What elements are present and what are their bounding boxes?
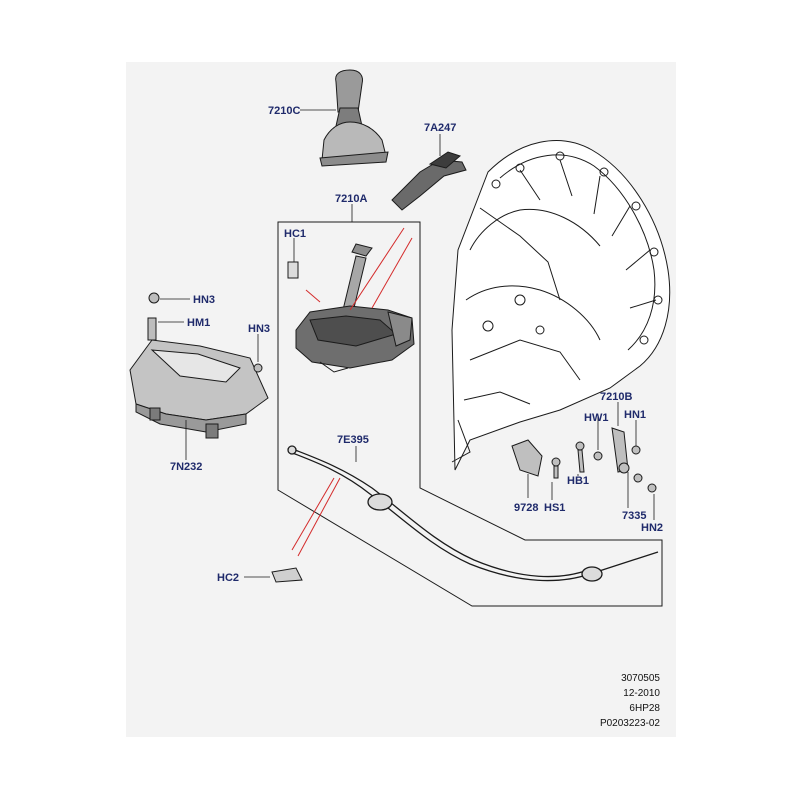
label-7210b: 7210B	[600, 391, 632, 403]
label-hc1: HC1	[284, 228, 306, 240]
fasteners-left	[147, 292, 263, 373]
clip-hc2-part	[271, 567, 303, 583]
label-7a247: 7A247	[424, 122, 456, 134]
footer-model: 6HP28	[629, 703, 660, 714]
label-7n232: 7N232	[170, 461, 202, 473]
footer-date: 12-2010	[623, 688, 660, 699]
shift-cable-part	[287, 445, 659, 582]
label-9728: 9728	[514, 502, 538, 514]
label-7210c: 7210C	[268, 105, 300, 117]
label-hm1: HM1	[187, 317, 210, 329]
footer-code: P0203223-02	[600, 718, 660, 729]
label-hw1: HW1	[584, 412, 608, 424]
bracket-7a247-part	[391, 151, 467, 211]
shifter-assembly-part	[295, 243, 415, 373]
label-7335: 7335	[622, 510, 646, 522]
gear-knob-part	[319, 69, 389, 167]
fasteners-right	[511, 427, 657, 493]
mount-bracket-part	[129, 339, 269, 439]
label-hs1: HS1	[544, 502, 565, 514]
transmission-case	[451, 140, 671, 471]
group-frame	[277, 221, 663, 607]
label-hn1: HN1	[624, 409, 646, 421]
label-7e395: 7E395	[337, 434, 369, 446]
label-hn3-side: HN3	[248, 323, 270, 335]
label-7210a: 7210A	[335, 193, 367, 205]
label-hb1: HB1	[567, 475, 589, 487]
red-leaders	[291, 227, 413, 557]
label-hn3-top: HN3	[193, 294, 215, 306]
black-leaders	[158, 109, 655, 578]
label-hc2: HC2	[217, 572, 239, 584]
footer-ref: 3070505	[621, 673, 660, 684]
clip-hc1-part	[287, 261, 299, 279]
label-hn2: HN2	[641, 522, 663, 534]
